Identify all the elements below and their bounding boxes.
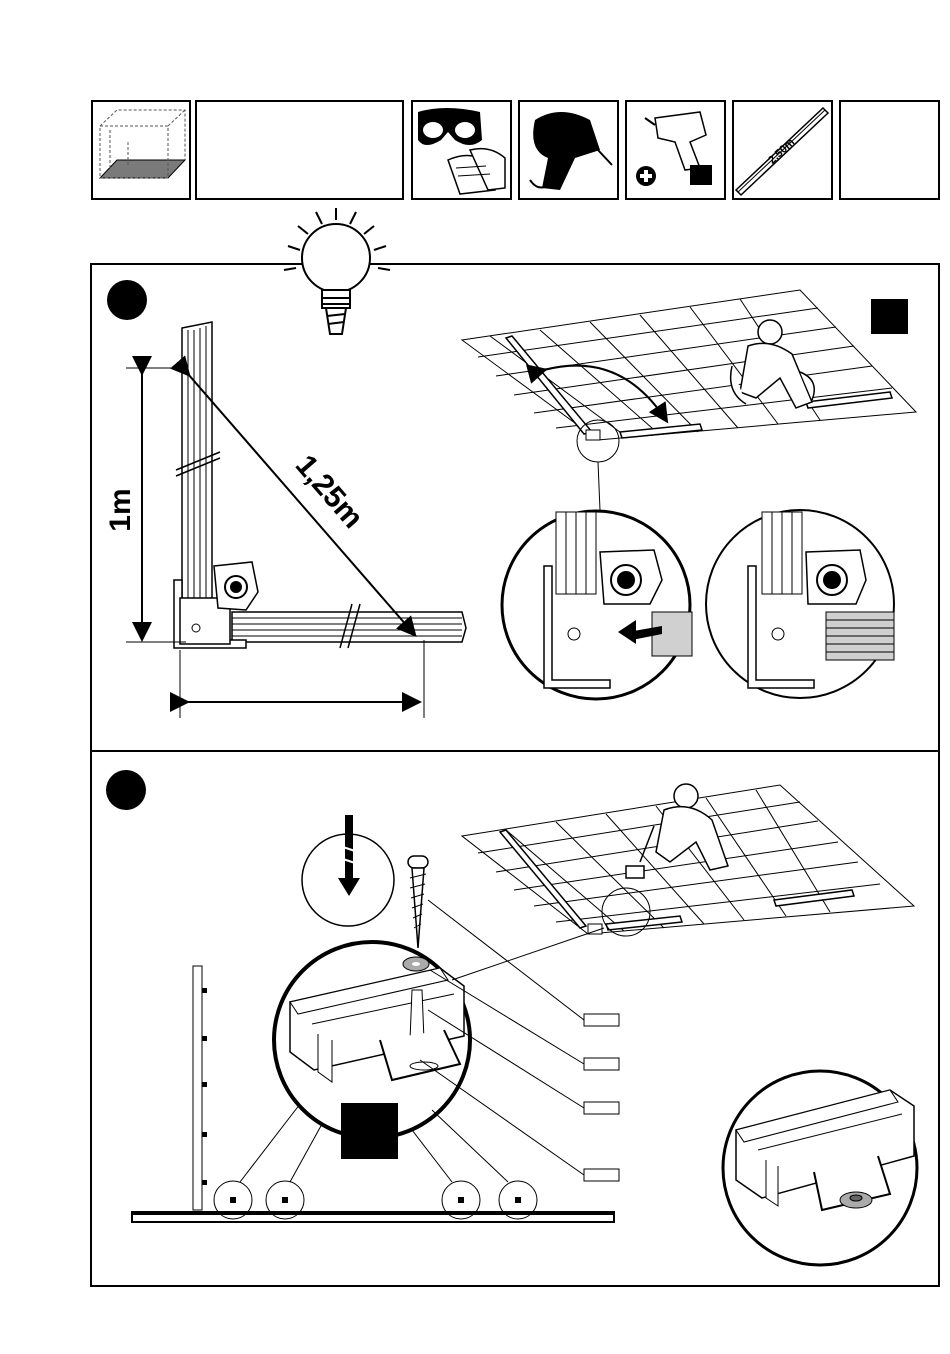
callout-box-washer — [584, 1058, 619, 1070]
plus-icon — [636, 166, 656, 186]
power-drill-icon — [530, 112, 612, 190]
step-1-detail-zoom — [502, 511, 692, 699]
step-1-floor-grid — [462, 290, 916, 510]
work-gloves-icon — [448, 149, 505, 194]
diagonal-dimension-label: 1,25m — [289, 449, 370, 535]
step-2-marker — [106, 770, 146, 810]
drill-down-icon — [302, 815, 394, 926]
lightbulb-icon — [284, 208, 390, 334]
screw-icon — [408, 856, 428, 948]
dimension-lines — [126, 368, 424, 718]
callout-box-dowel — [584, 1102, 619, 1114]
step-2-black-square — [341, 1103, 398, 1159]
callout-box-screw — [584, 1014, 619, 1026]
level-length-label: 2,50m — [766, 136, 797, 166]
height-dimension-label: 1m — [104, 488, 137, 531]
step-1-marker — [107, 280, 147, 320]
step-1-detail-result — [706, 510, 894, 698]
step-2-floor-grid — [462, 784, 914, 936]
shed-floor-icon — [100, 110, 185, 178]
step-2-result-detail — [723, 1071, 917, 1265]
step-1-black-square — [871, 299, 908, 334]
safety-goggles-icon — [418, 108, 482, 145]
callout-box-bracket — [584, 1169, 619, 1181]
